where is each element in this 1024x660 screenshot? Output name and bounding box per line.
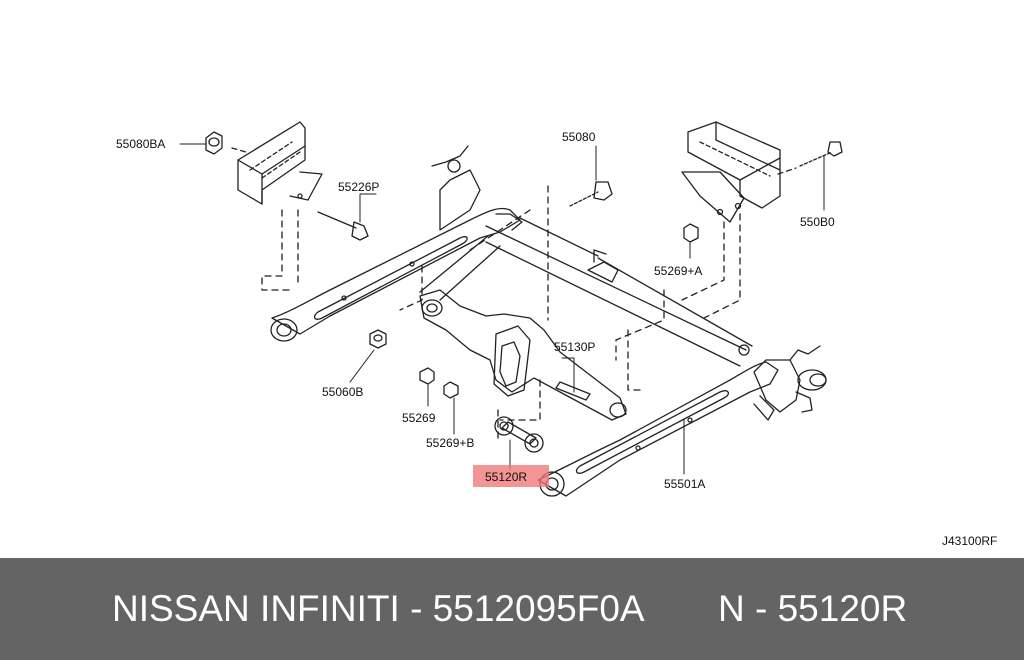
part-code-caption: N - 55120R: [718, 588, 908, 629]
drawing-code: J43100RF: [942, 534, 997, 548]
differential-mount: [419, 289, 627, 421]
rear-crossmember: [419, 217, 753, 367]
label-55060B: 55060B: [322, 385, 363, 399]
suspension-diagram: 55080BA 55226P 55080 550B0 55269+A 55130…: [116, 121, 997, 548]
right-lower-arm: [537, 344, 827, 497]
label-55080BA: 55080BA: [116, 137, 165, 151]
label-55501A: 55501A: [664, 477, 705, 491]
label-550B0: 550B0: [800, 215, 835, 229]
fasteners: [205, 131, 843, 399]
part-number-caption: NISSAN INFINITI - 5512095F0A: [112, 588, 645, 629]
toe-link-55120R: [494, 416, 544, 453]
label-55080: 55080: [562, 130, 596, 144]
label-55130P: 55130P: [554, 340, 595, 354]
left-body-rail: [231, 121, 323, 205]
parts-diagram: 55080BA 55226P 55080 550B0 55269+A 55130…: [116, 121, 998, 548]
label-55226P: 55226P: [338, 180, 379, 194]
label-55269-plus-B: 55269+B: [426, 436, 474, 450]
highlight-55120R: [473, 465, 549, 487]
label-55269: 55269: [402, 411, 436, 425]
assembly-lines: [261, 185, 741, 441]
label-55269-plus-A: 55269+A: [654, 264, 702, 278]
right-body-rail: [681, 121, 797, 223]
caption-bar: NISSAN INFINITI - 5512095F0A N - 55120R: [0, 558, 1024, 660]
label-55120R: 55120R: [485, 470, 527, 484]
left-lower-arm: [270, 145, 523, 342]
leader-lines: [179, 143, 825, 475]
